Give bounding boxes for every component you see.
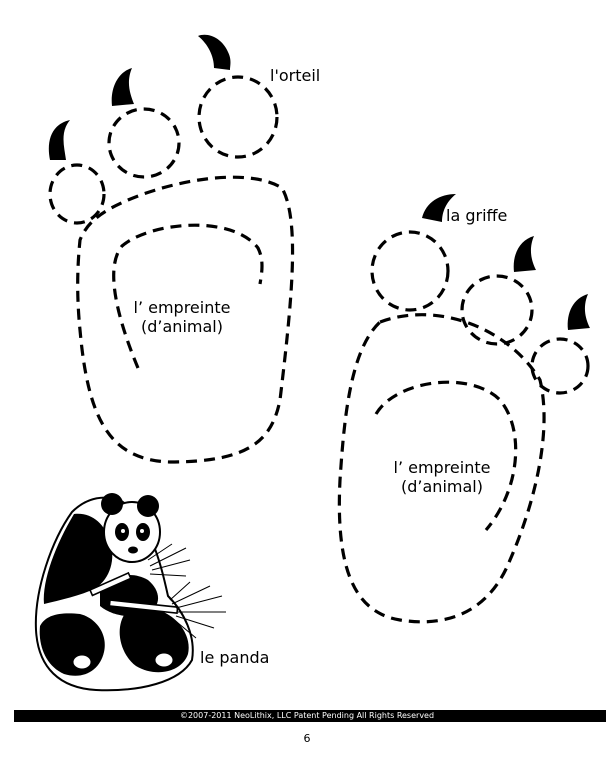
claw-icon <box>422 194 456 222</box>
page-number: 6 <box>303 732 311 745</box>
panda-head <box>103 501 161 563</box>
bamboo-leaves <box>147 543 191 577</box>
claw-icon <box>567 294 590 330</box>
panda-ear-left <box>101 493 123 515</box>
panda-nose <box>128 546 138 554</box>
left-print-label-line2: (d’animal) <box>141 317 223 337</box>
right-print-label-line2: (d’animal) <box>401 477 483 497</box>
bamboo-leaves <box>169 581 226 639</box>
right-toe-middle <box>460 274 534 346</box>
right-toe-large <box>370 230 450 312</box>
left-footprint <box>48 75 295 464</box>
panda-shoulder-patch <box>43 513 113 604</box>
left-toe-small <box>48 163 106 225</box>
claw-icon <box>198 34 231 70</box>
left-print-label: l’ empreinte (d’animal) <box>112 298 252 336</box>
panda-ear-right <box>137 495 159 517</box>
toe-label: l'orteil <box>270 66 321 85</box>
copyright-text: ©2007-2011 NeoLithix, LLC Patent Pending… <box>179 711 435 720</box>
claw-label: la griffe <box>446 206 508 225</box>
panda-illustration <box>34 493 226 692</box>
footer-bar <box>14 710 606 722</box>
right-footprint-outline <box>337 313 546 624</box>
left-print-label-line1: l’ empreinte <box>133 298 231 317</box>
bamboo-stalk <box>108 599 179 614</box>
right-toe-small <box>530 337 590 395</box>
right-print-label-line1: l’ empreinte <box>393 458 491 477</box>
panda-label: le panda <box>200 648 270 667</box>
claw-icon <box>111 68 134 106</box>
right-print-label: l’ empreinte (d’animal) <box>372 458 512 496</box>
right-footprint <box>337 230 590 624</box>
left-toe-large <box>197 75 279 159</box>
claw-icon <box>513 236 536 272</box>
left-toe-middle <box>107 107 181 179</box>
left-footprint-outline <box>76 175 295 464</box>
claw-icon <box>48 120 70 160</box>
left-footprint-inner-arc <box>112 223 264 369</box>
right-footprint-inner-arc <box>374 380 518 532</box>
bamboo-stalk <box>88 571 132 597</box>
